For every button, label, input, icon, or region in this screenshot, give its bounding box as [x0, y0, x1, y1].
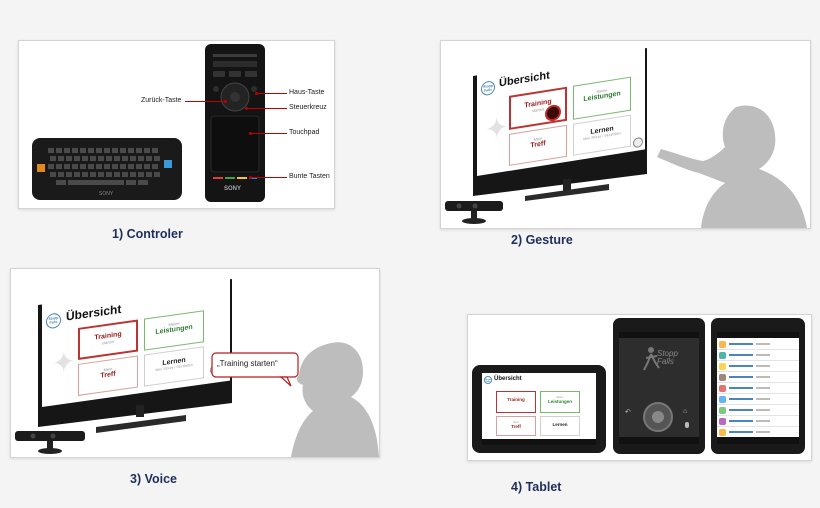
home-button-icon[interactable]: ⌂ [683, 408, 688, 415]
callout-dpad-dot [245, 107, 248, 110]
tile-treff-label: Treff [511, 424, 521, 429]
callout-back-line [185, 101, 225, 102]
portrait-tablet-dark: Stopp Falls ↶ ⌂ [613, 318, 705, 454]
app-title: Übersicht [499, 69, 550, 90]
callout-home-line [257, 93, 287, 94]
callout-back-dot [224, 100, 227, 103]
list-item[interactable] [717, 383, 799, 394]
callout-touchpad-dot [249, 132, 252, 135]
list-item[interactable] [717, 350, 799, 361]
app-title: Übersicht [494, 376, 522, 382]
callout-back-button: Zurück-Taste [141, 97, 182, 104]
callout-home-dot [255, 92, 258, 95]
tile-lernen[interactable]: Lernen über Stürze / Sturzfallen [573, 114, 631, 156]
tile-lernen[interactable]: Lernen über Stürze / Sturzfallen [144, 346, 204, 387]
tile-leistungen[interactable]: Meine Leistungen [573, 76, 631, 120]
landscape-tablet-screen: Stopp Falls Übersicht Training Meine Lei… [482, 373, 596, 445]
callout-color-buttons: Bunte Tasten [289, 173, 330, 180]
keyboard-brand-label: SONY [99, 191, 114, 197]
tile-leistungen[interactable]: Meine Leistungen [144, 310, 204, 351]
keyboard-remote-image [32, 138, 182, 200]
list-item[interactable] [717, 416, 799, 427]
speech-bubble-shape [211, 352, 299, 387]
speech-bubble-text: „Training starten“ [217, 359, 278, 368]
callout-dpad: Steuerkreuz [289, 104, 327, 111]
caption-gesture: 2) Gesture [511, 233, 573, 247]
tile-lernen[interactable]: Lernen [540, 416, 580, 436]
fall-figure-icon [643, 347, 660, 371]
caption-controller: 1) Controler [112, 227, 183, 241]
tile-lernen-label: Lernen [552, 422, 568, 427]
tile-training[interactable]: Training starten [78, 319, 138, 360]
app-logo: Stopp Falls [484, 376, 492, 384]
person-silhouette-voice [291, 342, 379, 457]
touchpad-remote-image [205, 44, 265, 202]
voice-panel: Stopp Falls Übersicht ✦ Training starten… [10, 268, 380, 458]
android-nav-bar [717, 437, 799, 444]
list-item[interactable] [717, 372, 799, 383]
tile-training[interactable]: Training [496, 391, 536, 413]
decorative-figure: ✦ [485, 111, 509, 146]
message-list[interactable] [717, 339, 799, 438]
status-bar [619, 332, 699, 338]
decorative-figure: ✦ [52, 345, 76, 380]
callout-colors-line [251, 177, 287, 178]
list-item[interactable] [717, 339, 799, 350]
callout-touchpad-line [251, 133, 287, 134]
app-logo: Stopp Falls [481, 80, 495, 97]
tile-treff[interactable]: Mein Treff [509, 124, 567, 166]
app-logo: Stopp Falls [46, 312, 61, 330]
list-item[interactable] [717, 405, 799, 416]
mic-icon[interactable] [685, 422, 689, 428]
gesture-panel: Stopp Falls Übersicht ✦ Training starten… [440, 40, 811, 229]
callout-colors-dot [249, 176, 252, 179]
portrait-tablet-list [711, 318, 805, 454]
back-button-icon[interactable]: ↶ [625, 409, 631, 416]
dark-tablet-screen: Stopp Falls ↶ ⌂ [619, 332, 699, 444]
tile-treff-pre: Mein [513, 421, 519, 424]
callout-touchpad: Touchpad [289, 129, 320, 136]
kinect-sensor [445, 201, 503, 224]
controller-panel: SONY SONY Zurück-Taste Haus-Taste Steuer… [18, 40, 335, 209]
android-nav-bar [619, 437, 699, 444]
status-bar [717, 332, 799, 338]
person-silhouette [657, 105, 807, 228]
tile-treff[interactable]: Mein Treff [78, 355, 138, 396]
callout-home-button: Haus-Taste [289, 89, 325, 96]
tile-leistungen-label: Leistungen [547, 399, 572, 404]
tile-leistungen-pre: Meine [556, 396, 564, 399]
app-title: Übersicht [66, 301, 122, 324]
kinect-sensor-voice [15, 431, 85, 454]
list-item[interactable] [717, 361, 799, 372]
settings-button[interactable] [633, 136, 643, 149]
remote-brand-label: SONY [224, 186, 242, 192]
tile-training-label: Training [507, 397, 525, 402]
list-item[interactable] [717, 394, 799, 405]
android-nav-bar [482, 439, 596, 445]
dpad-center-button[interactable] [652, 411, 664, 423]
landscape-tablet: Stopp Falls Übersicht Training Meine Lei… [472, 365, 606, 453]
tile-leistungen[interactable]: Meine Leistungen [540, 391, 580, 413]
caption-voice: 3) Voice [130, 472, 178, 486]
tile-treff[interactable]: Mein Treff [496, 416, 536, 436]
callout-dpad-line [247, 108, 287, 109]
dark-app-logo-text: Stopp Falls [657, 349, 678, 366]
caption-tablet: 4) Tablet [511, 480, 562, 494]
list-tablet-screen [717, 332, 799, 444]
tablet-panel: Stopp Falls Übersicht Training Meine Lei… [467, 314, 812, 461]
